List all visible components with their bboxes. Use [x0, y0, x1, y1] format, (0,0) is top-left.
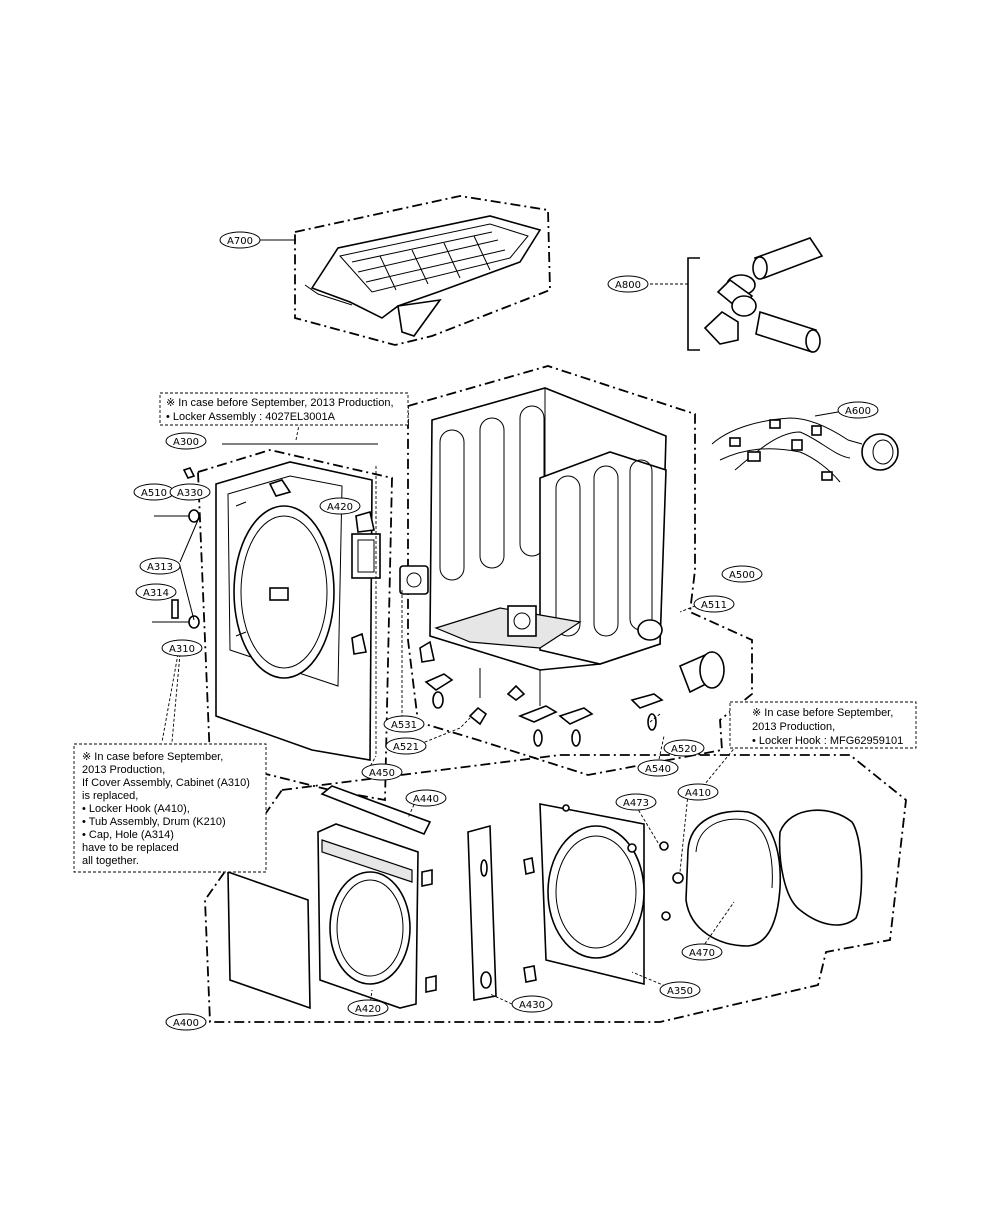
door-inner-a350: [523, 803, 645, 986]
callout-a440: A440: [405, 789, 447, 807]
note-left-line-3: If Cover Assembly, Cabinet (A310): [82, 777, 250, 789]
callout-a500: A500: [721, 565, 763, 583]
callout-label: A500: [729, 570, 755, 581]
callout-label: A800: [615, 280, 641, 291]
cabinet-feet: [419, 640, 664, 747]
callout-label: A330: [177, 488, 203, 499]
note-right-line-2: 2013 Production,: [752, 721, 835, 733]
callout-a330: A330: [169, 483, 211, 501]
note-left-line-6: • Tub Assembly, Drum (K210): [82, 816, 226, 828]
callout-label: A510: [141, 488, 167, 499]
note-top-line-2: • Locker Assembly : 4027EL3001A: [166, 411, 336, 423]
callout-label: A600: [845, 406, 871, 417]
bracket-a800: [687, 257, 700, 351]
callout-a700: A700: [219, 231, 261, 249]
callout-label: A470: [689, 948, 715, 959]
screws-a313: [152, 467, 200, 629]
callout-a300: A300: [165, 432, 207, 450]
callout-label: A511: [701, 600, 727, 611]
callout-a420-top: A420: [319, 497, 361, 515]
callout-a800: A800: [607, 275, 649, 293]
duct-part: [703, 237, 824, 354]
note-right: ※ In case before September, 2013 Product…: [729, 701, 917, 749]
note-left-line-1: ※ In case before September,: [82, 751, 223, 763]
door-frame-a420: [317, 823, 437, 1009]
gasket-a470: [659, 810, 782, 947]
callout-label: A430: [519, 1000, 545, 1011]
note-left-line-7: • Cap, Hole (A314): [82, 829, 174, 841]
note-left-line-2: 2013 Production,: [82, 764, 165, 776]
note-top: ※ In case before September, 2013 Product…: [159, 392, 409, 426]
callout-label: A700: [227, 236, 253, 247]
door-seal-a475: [778, 809, 863, 926]
callout-a420-bottom: A420: [347, 999, 389, 1017]
note-left-line-4: is replaced,: [82, 790, 138, 802]
note-left-line-5: • Locker Hook (A410),: [82, 803, 190, 815]
hinge-strip-a430: [467, 824, 497, 1001]
callout-a531: A531: [383, 715, 425, 733]
note-left-line-9: all together.: [82, 855, 139, 867]
callout-a314: A314: [135, 583, 177, 601]
callout-a510: A510: [133, 483, 175, 501]
callout-label: A540: [645, 764, 671, 775]
callout-label: A314: [143, 588, 169, 599]
callout-label: A350: [667, 986, 693, 997]
callout-a430: A430: [511, 995, 553, 1013]
callout-label: A450: [369, 768, 395, 779]
callout-a350: A350: [659, 981, 701, 999]
note-right-line-3: • Locker Hook : MFG62959101: [752, 735, 903, 747]
callout-a450: A450: [361, 763, 403, 781]
callout-a473: A473: [615, 793, 657, 811]
callout-label: A440: [413, 794, 439, 805]
note-left-line-8: have to be replaced: [82, 842, 179, 854]
front-cover-part: [215, 461, 373, 761]
callout-a540: A540: [637, 759, 679, 777]
callout-a511: A511: [693, 595, 735, 613]
note-left: ※ In case before September, 2013 Product…: [73, 743, 267, 873]
door-handle-a440: [320, 785, 432, 836]
callout-a600: A600: [837, 401, 879, 419]
group-boundary-a400: [204, 754, 907, 1023]
callout-label: A400: [173, 1018, 199, 1029]
callout-a400: A400: [165, 1013, 207, 1031]
leader-left-note: [171, 653, 181, 743]
callout-label: A420: [327, 502, 353, 513]
callout-label: A473: [623, 798, 649, 809]
locker-assembly-part: [351, 466, 381, 756]
door-glass-part: [227, 870, 311, 1010]
callout-label: A300: [173, 437, 199, 448]
clip-a531-part: [399, 565, 429, 718]
callout-a520: A520: [663, 739, 705, 757]
lint-filter-part: [304, 215, 542, 337]
note-top-line-1: ※ In case before September, 2013 Product…: [166, 397, 394, 409]
callout-a470: A470: [681, 943, 723, 961]
callout-label: A520: [671, 744, 697, 755]
group-boundary-a700: [294, 195, 551, 346]
callout-label: A531: [391, 720, 417, 731]
leader-a313: [179, 519, 199, 621]
exhaust-pipe-part: [637, 619, 725, 694]
callout-a313: A313: [139, 557, 181, 575]
callout-label: A313: [147, 562, 173, 573]
wire-harness-part: [711, 417, 899, 483]
callout-label: A310: [169, 644, 195, 655]
callout-label: A420: [355, 1004, 381, 1015]
callout-a521: A521: [385, 737, 427, 755]
callout-a310: A310: [161, 639, 203, 657]
callout-a410: A410: [677, 783, 719, 801]
cabinet-part: [429, 387, 667, 706]
note-right-line-1: ※ In case before September,: [752, 707, 893, 719]
callout-label: A410: [685, 788, 711, 799]
callout-label: A521: [393, 742, 419, 753]
